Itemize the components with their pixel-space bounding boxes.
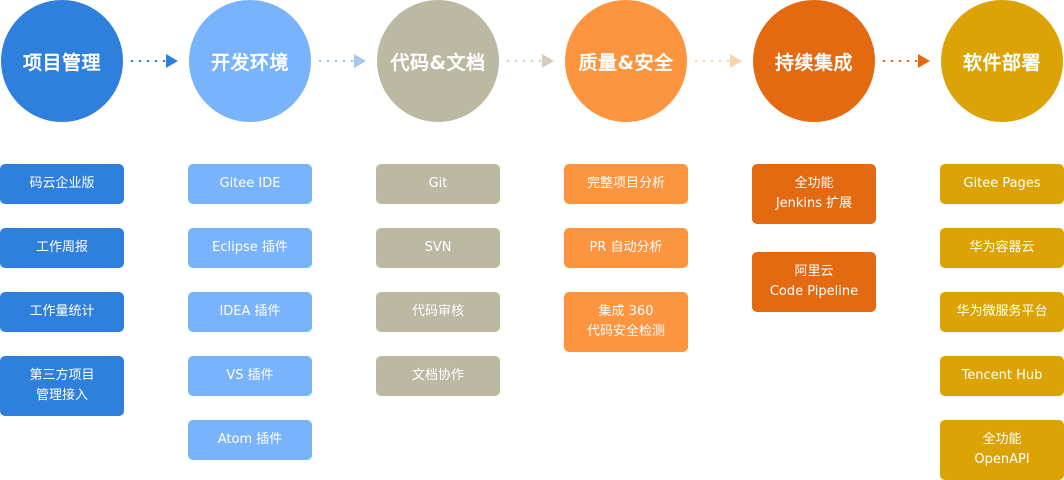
stage-dev-environment: 开发环境 xyxy=(189,0,311,122)
card-item: Tencent Hub xyxy=(940,356,1064,396)
connector-2-arrow-icon xyxy=(316,53,376,69)
card-item: IDEA 插件 xyxy=(188,292,312,332)
stage-continuous-integration: 持续集成 xyxy=(753,0,875,122)
card-item: 全功能 OpenAPI xyxy=(940,420,1064,480)
card-item: Gitee IDE xyxy=(188,164,312,204)
card-item: Git xyxy=(376,164,500,204)
stage-code-docs: 代码&文档 xyxy=(377,0,499,122)
card-item: 华为微服务平台 xyxy=(940,292,1064,332)
card-item: VS 插件 xyxy=(188,356,312,396)
card-item: 集成 360 代码安全检测 xyxy=(564,292,688,352)
card-item: Atom 插件 xyxy=(188,420,312,460)
stage-project-management: 项目管理 xyxy=(1,0,123,122)
card-item: SVN xyxy=(376,228,500,268)
card-item: 全功能 Jenkins 扩展 xyxy=(752,164,876,224)
card-item: 文档协作 xyxy=(376,356,500,396)
card-item: 码云企业版 xyxy=(0,164,124,204)
connector-1-arrow-icon xyxy=(128,53,188,69)
connector-3-arrow-icon xyxy=(504,53,564,69)
card-item: 阿里云 Code Pipeline xyxy=(752,252,876,312)
connector-5-arrow-icon xyxy=(880,53,940,69)
card-item: 第三方项目 管理接入 xyxy=(0,356,124,416)
card-item: 工作周报 xyxy=(0,228,124,268)
card-item: 代码审核 xyxy=(376,292,500,332)
card-item: Eclipse 插件 xyxy=(188,228,312,268)
card-item: 完整项目分析 xyxy=(564,164,688,204)
card-item: PR 自动分析 xyxy=(564,228,688,268)
stage-software-deploy: 软件部署 xyxy=(941,0,1063,122)
card-item: 工作量统计 xyxy=(0,292,124,332)
stage-quality-security: 质量&安全 xyxy=(565,0,687,122)
card-item: Gitee Pages xyxy=(940,164,1064,204)
card-item: 华为容器云 xyxy=(940,228,1064,268)
connector-4-arrow-icon xyxy=(692,53,752,69)
